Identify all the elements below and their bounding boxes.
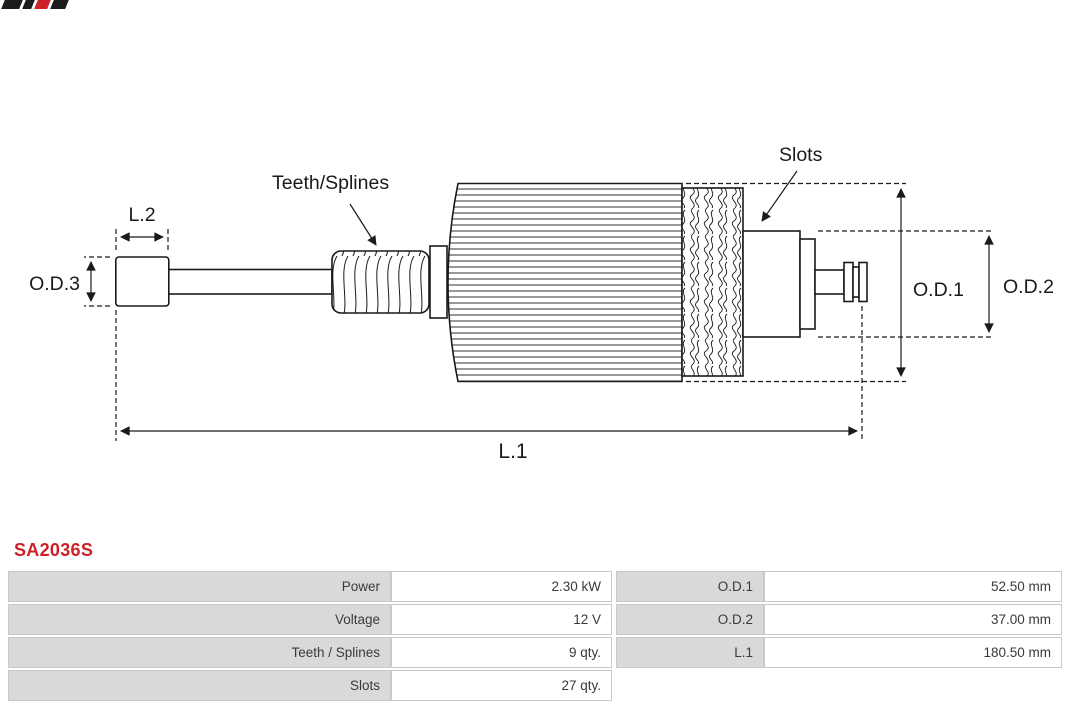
table-row: Power 2.30 kW O.D.1 52.50 mm: [8, 571, 1062, 602]
spec-value-cell: 180.50 mm: [764, 637, 1062, 668]
armature-body: [115, 182, 868, 383]
spec-label-cell: O.D.2: [616, 604, 764, 635]
spec-value-cell: 12 V: [391, 604, 612, 635]
spec-label-cell: O.D.1: [616, 571, 764, 602]
spec-value-cell: 27 qty.: [391, 670, 612, 701]
od2-label: O.D.2: [1003, 276, 1054, 298]
spec-table: Power 2.30 kW O.D.1 52.50 mm Voltage 12 …: [8, 571, 1062, 703]
shaft-left: [168, 268, 333, 295]
spec-value-cell: 52.50 mm: [764, 571, 1062, 602]
teeth-splines-pointer-arrow: [349, 203, 377, 246]
table-row: Slots 27 qty.: [8, 670, 1062, 701]
teeth-splines-label: Teeth/Splines: [272, 172, 389, 194]
l1-label: L.1: [498, 440, 527, 463]
winding-slots-region: [681, 187, 744, 377]
table-row: Teeth / Splines 9 qty. L.1 180.50 mm: [8, 637, 1062, 668]
spec-value-cell: 2.30 kW: [391, 571, 612, 602]
od3-label: O.D.3: [29, 273, 80, 295]
end-journal: [843, 261, 854, 303]
armature-technical-drawing: Teeth/Splines Slots L.2 O.D.3 O.D.1 O.D.…: [29, 144, 1054, 463]
spec-label-cell: Power: [8, 571, 391, 602]
annotation-labels: Teeth/Splines Slots L.2 O.D.3 O.D.1 O.D.…: [29, 144, 1054, 463]
spec-label-cell: Teeth / Splines: [8, 637, 391, 668]
slots-label: Slots: [779, 144, 823, 166]
commutator: [742, 230, 801, 338]
dimension-annotations: [84, 170, 994, 441]
armature-core: [447, 182, 683, 383]
journal-groove: [852, 266, 860, 298]
spline-section: [331, 250, 430, 314]
spec-label-cell: L.1: [616, 637, 764, 668]
collar: [429, 245, 448, 319]
table-row: Voltage 12 V O.D.2 37.00 mm: [8, 604, 1062, 635]
od1-label: O.D.1: [913, 279, 964, 301]
spec-value-cell: 37.00 mm: [764, 604, 1062, 635]
commutator-step-ring: [799, 238, 816, 330]
spec-empty-cell: [764, 670, 1062, 701]
part-number: SA2036S: [14, 540, 94, 560]
spec-empty-cell: [616, 670, 764, 701]
shaft-left-stub: [115, 256, 170, 307]
spec-value-cell: 9 qty.: [391, 637, 612, 668]
slots-pointer-arrow: [761, 170, 798, 222]
spec-label-cell: Voltage: [8, 604, 391, 635]
shaft-right: [814, 269, 845, 295]
end-cap: [858, 261, 868, 303]
spec-label-cell: Slots: [8, 670, 391, 701]
l2-label: L.2: [128, 204, 155, 226]
